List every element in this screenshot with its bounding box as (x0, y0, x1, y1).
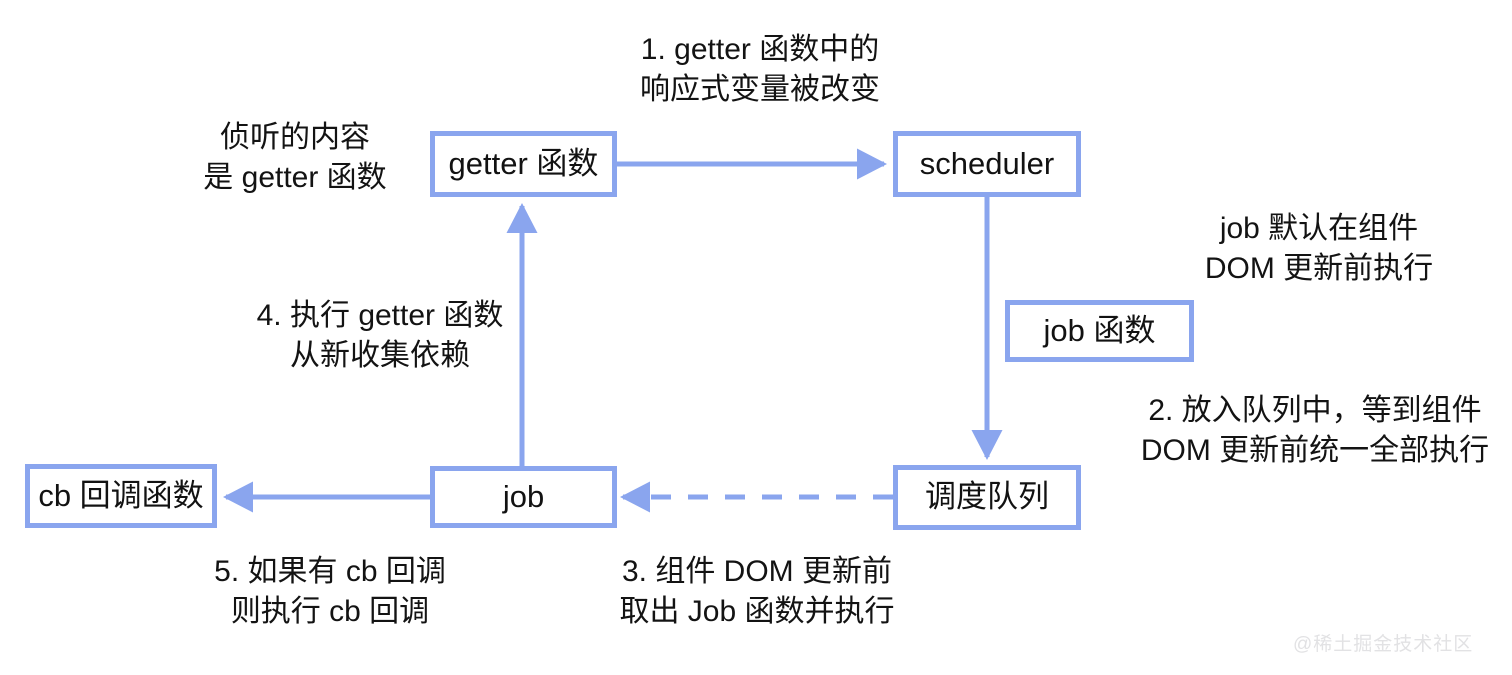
note-step-3: 3. 组件 DOM 更新前 取出 Job 函数并执行 (619, 555, 895, 628)
node-scheduler[interactable]: scheduler (893, 131, 1081, 197)
note-step-2: 2. 放入队列中，等到组件 DOM 更新前统一全部执行 (1140, 394, 1490, 467)
node-schedule-queue-label: 调度队列 (925, 479, 1049, 515)
node-job-function[interactable]: job 函数 (1005, 300, 1194, 362)
watermark: @稀土掘金技术社区 (1293, 634, 1474, 655)
node-getter-label: getter 函数 (448, 145, 599, 181)
note-watch-source: 侦听的内容 是 getter 函数 (203, 121, 387, 194)
node-schedule-queue[interactable]: 调度队列 (893, 465, 1081, 530)
node-getter[interactable]: getter 函数 (430, 131, 617, 197)
node-job[interactable]: job (430, 466, 617, 528)
node-cb-callback-label: cb 回调函数 (38, 477, 204, 513)
note-step-4: 4. 执行 getter 函数 从新收集依赖 (256, 299, 504, 372)
note-step-5: 5. 如果有 cb 回调 则执行 cb 回调 (214, 555, 446, 628)
node-scheduler-label: scheduler (919, 145, 1055, 181)
note-step-1: 1. getter 函数中的 响应式变量被改变 (640, 33, 880, 106)
note-job-timing: job 默认在组件 DOM 更新前执行 (1204, 212, 1434, 285)
node-cb-callback[interactable]: cb 回调函数 (25, 464, 217, 528)
node-job-label: job (502, 478, 545, 514)
node-job-function-label: job 函数 (1043, 312, 1156, 348)
